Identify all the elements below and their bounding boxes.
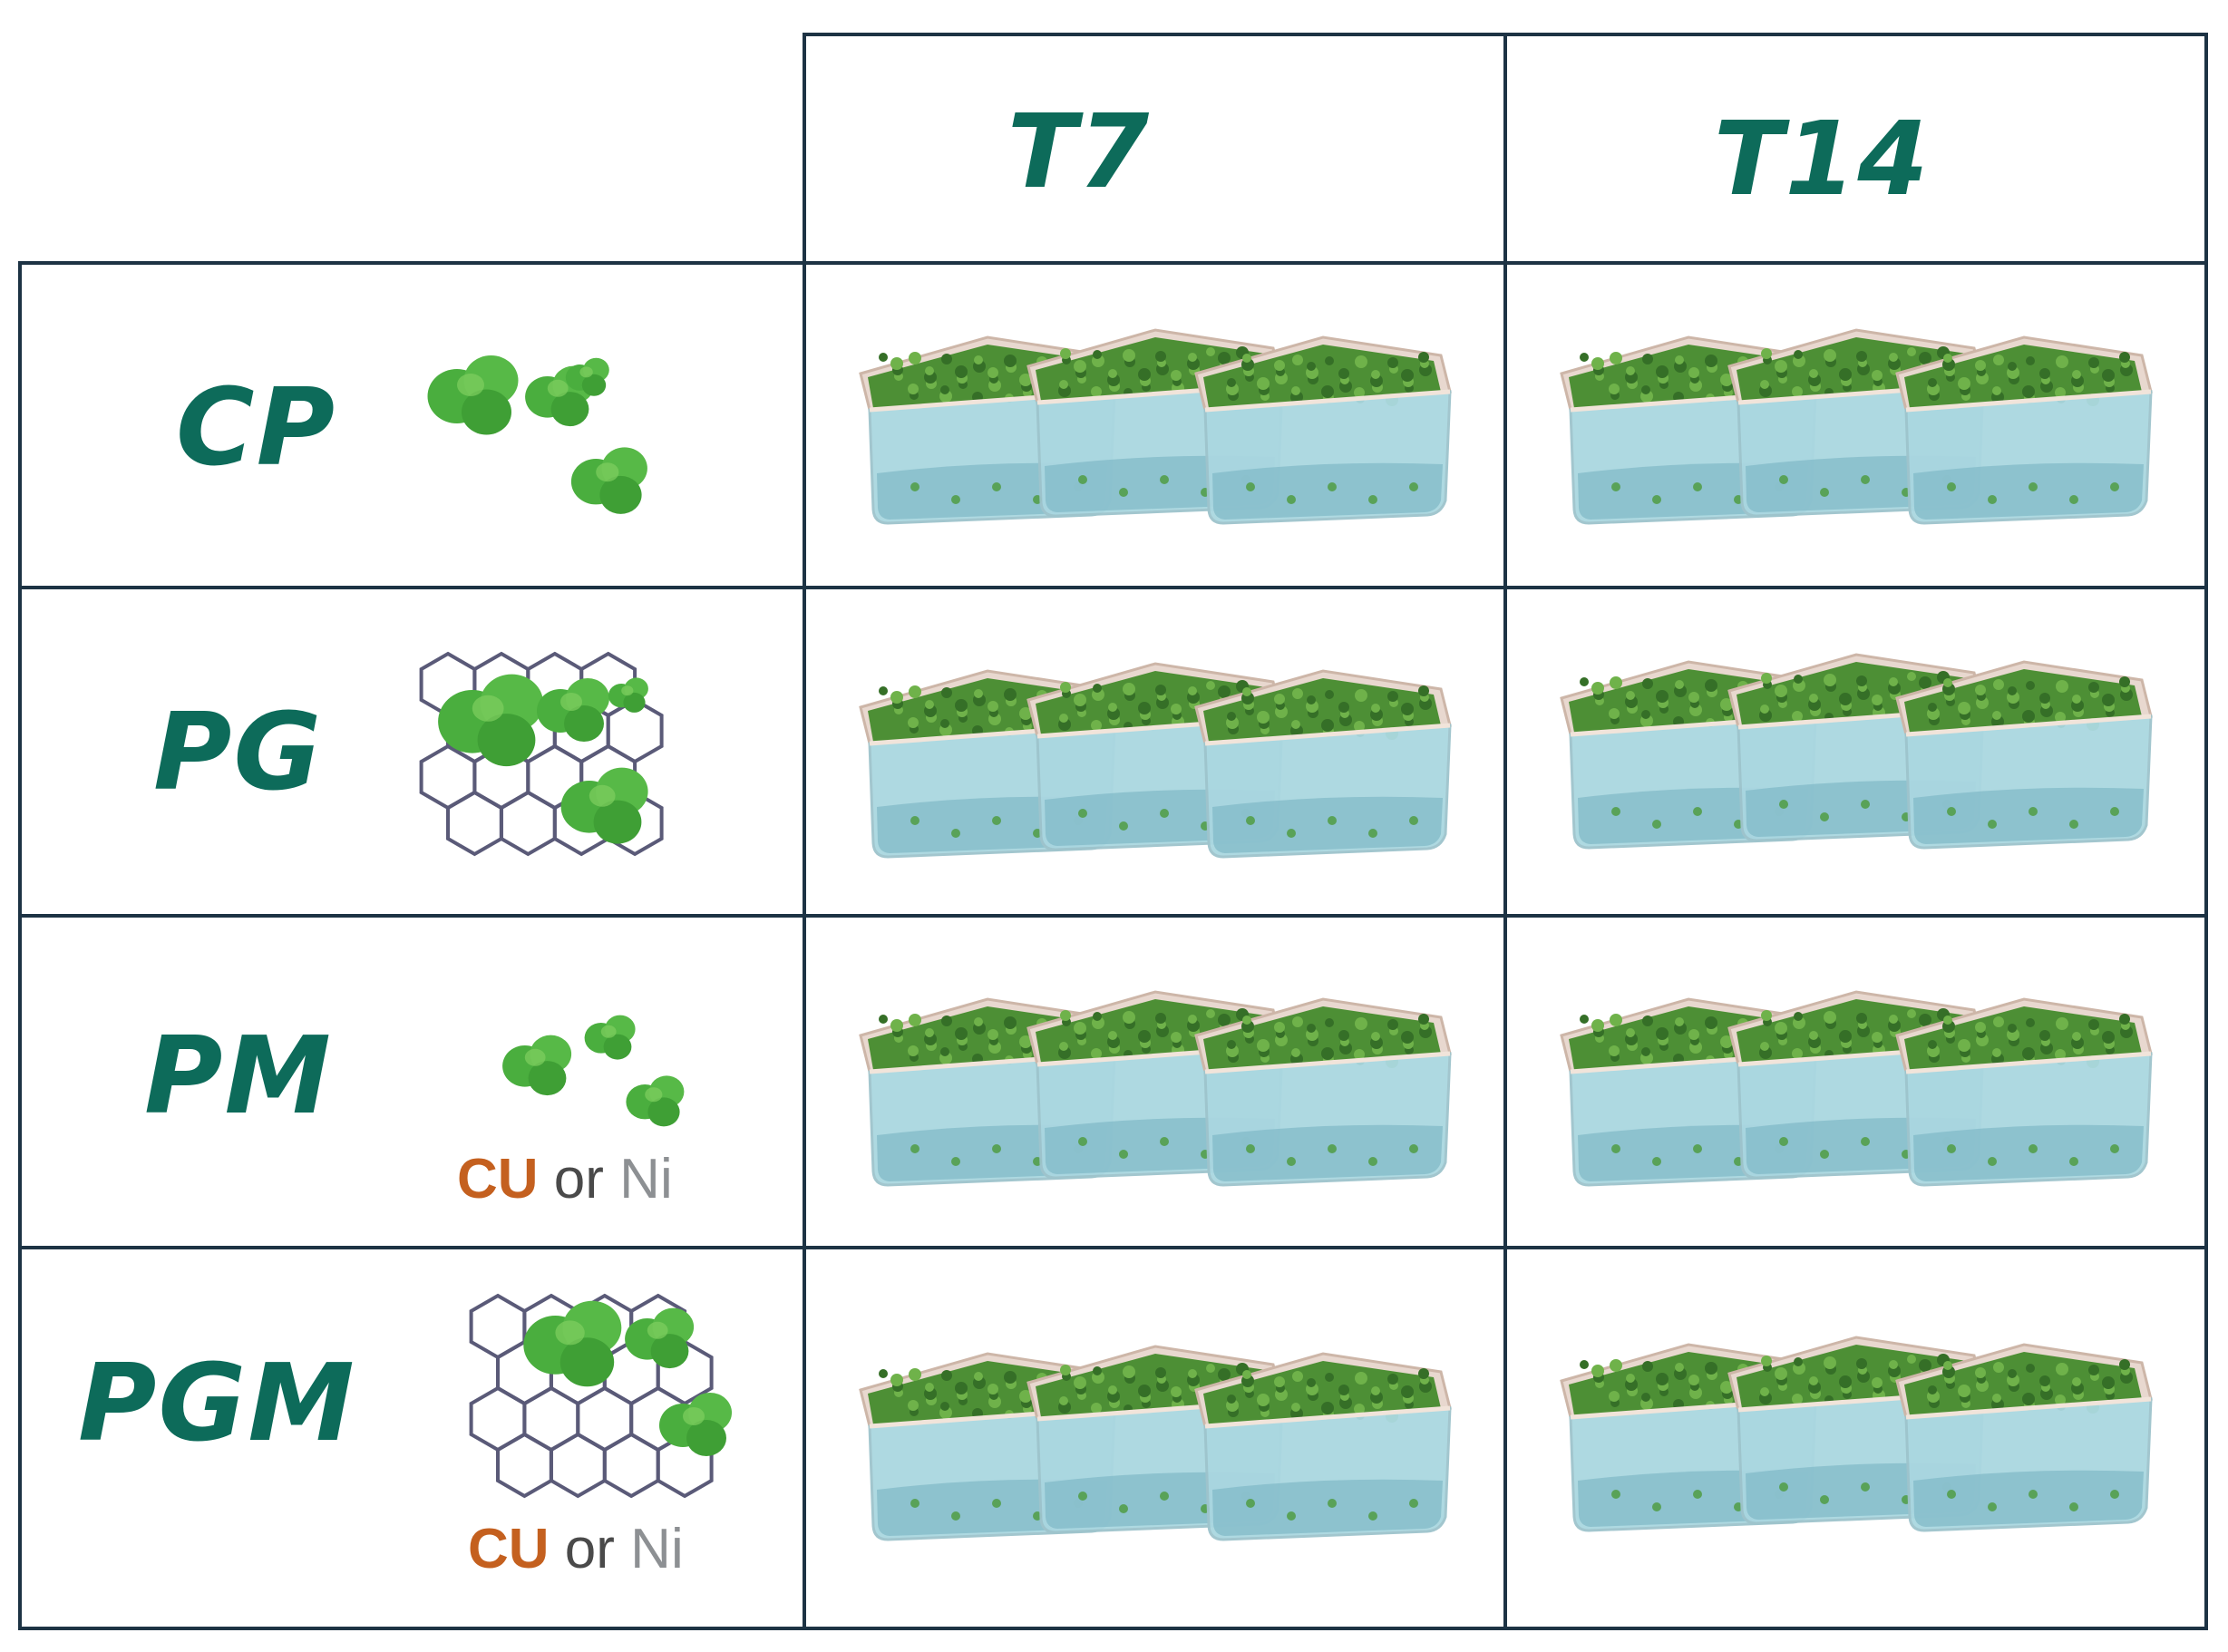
metal-cu: CU <box>457 1148 539 1210</box>
column-title-t14: T14 <box>1714 101 1931 219</box>
duckweed-frond <box>608 677 648 713</box>
duckweed-frond <box>625 1307 695 1369</box>
pm-t7-cell <box>803 914 1507 1249</box>
pgm-t14-containers <box>1560 1336 2153 1532</box>
metal-or: or <box>553 1148 604 1210</box>
lattice-hexagon <box>499 790 557 857</box>
duckweed-frond <box>427 355 519 435</box>
duckweed-frond <box>584 1015 636 1060</box>
water-container-icon <box>1194 997 1452 1187</box>
row-label-cp-cell: CP <box>18 261 806 589</box>
metal-label-pm: CU or Ni <box>457 1152 673 1208</box>
duckweed-frond <box>565 357 609 396</box>
metal-ni: Ni <box>619 1148 673 1210</box>
row-label-pm-cell: PM CU or Ni <box>18 914 806 1249</box>
water-container-icon <box>1895 660 2153 850</box>
row-title-pgm: PGM <box>78 1340 356 1465</box>
header-t14-cell: T14 <box>1503 33 2208 265</box>
pgm-t7-containers <box>859 1345 1452 1541</box>
pgm-t7-cell <box>803 1246 1507 1630</box>
row-label-pg-cell: PG <box>18 586 806 918</box>
row-title-pm: PM <box>144 1013 333 1138</box>
header-t7-cell: T7 <box>803 33 1507 265</box>
cp-t14-cell <box>1503 261 2208 589</box>
row-label-pgm-cell: PGM CU or Ni <box>18 1246 806 1630</box>
metal-or: or <box>564 1518 615 1580</box>
lattice-hexagon <box>446 790 503 857</box>
pg-t14-containers <box>1560 653 2153 850</box>
metal-ni: Ni <box>630 1518 684 1580</box>
lattice-hexagon <box>549 1432 607 1499</box>
cp-t7-cell <box>803 261 1507 589</box>
duckweed-frond <box>502 1035 572 1096</box>
duckweed-plant-icon <box>427 355 647 514</box>
graphene-lattice-icon <box>419 651 664 857</box>
water-container-icon <box>1895 1343 2153 1532</box>
water-container-icon <box>1194 1352 1452 1541</box>
duckweed-frond <box>626 1075 685 1127</box>
duckweed-frond <box>537 678 609 742</box>
pm-t7-containers <box>859 990 1452 1187</box>
metal-label-pgm: CU or Ni <box>468 1521 684 1578</box>
pg-t14-cell <box>1503 586 2208 918</box>
cp-t14-containers <box>1560 328 2153 525</box>
metal-cu: CU <box>468 1518 550 1580</box>
pg-t7-cell <box>803 586 1507 918</box>
water-container-icon <box>1194 335 1452 525</box>
lattice-hexagon <box>602 1432 660 1499</box>
duckweed-frond <box>570 447 647 514</box>
cp-t7-containers <box>859 328 1452 525</box>
row-title-cp: CP <box>176 364 337 490</box>
duckweed-frond <box>560 767 648 844</box>
pm-t14-containers <box>1560 990 2153 1187</box>
duckweed-frond <box>523 1300 622 1387</box>
graphene-lattice-icon <box>469 1293 732 1499</box>
water-container-icon <box>1194 669 1452 859</box>
row-title-pg: PG <box>153 689 324 814</box>
water-container-icon <box>1895 997 2153 1187</box>
column-title-t7: T7 <box>1007 93 1152 211</box>
pgm-t14-cell <box>1503 1246 2208 1630</box>
duckweed-frond <box>659 1393 732 1456</box>
pg-t7-containers <box>859 662 1452 859</box>
duckweed-frond <box>438 674 544 767</box>
lattice-hexagon <box>496 1432 553 1499</box>
water-container-icon <box>1895 335 2153 525</box>
duckweed-plant-icon <box>502 1015 685 1127</box>
pm-t14-cell <box>1503 914 2208 1249</box>
